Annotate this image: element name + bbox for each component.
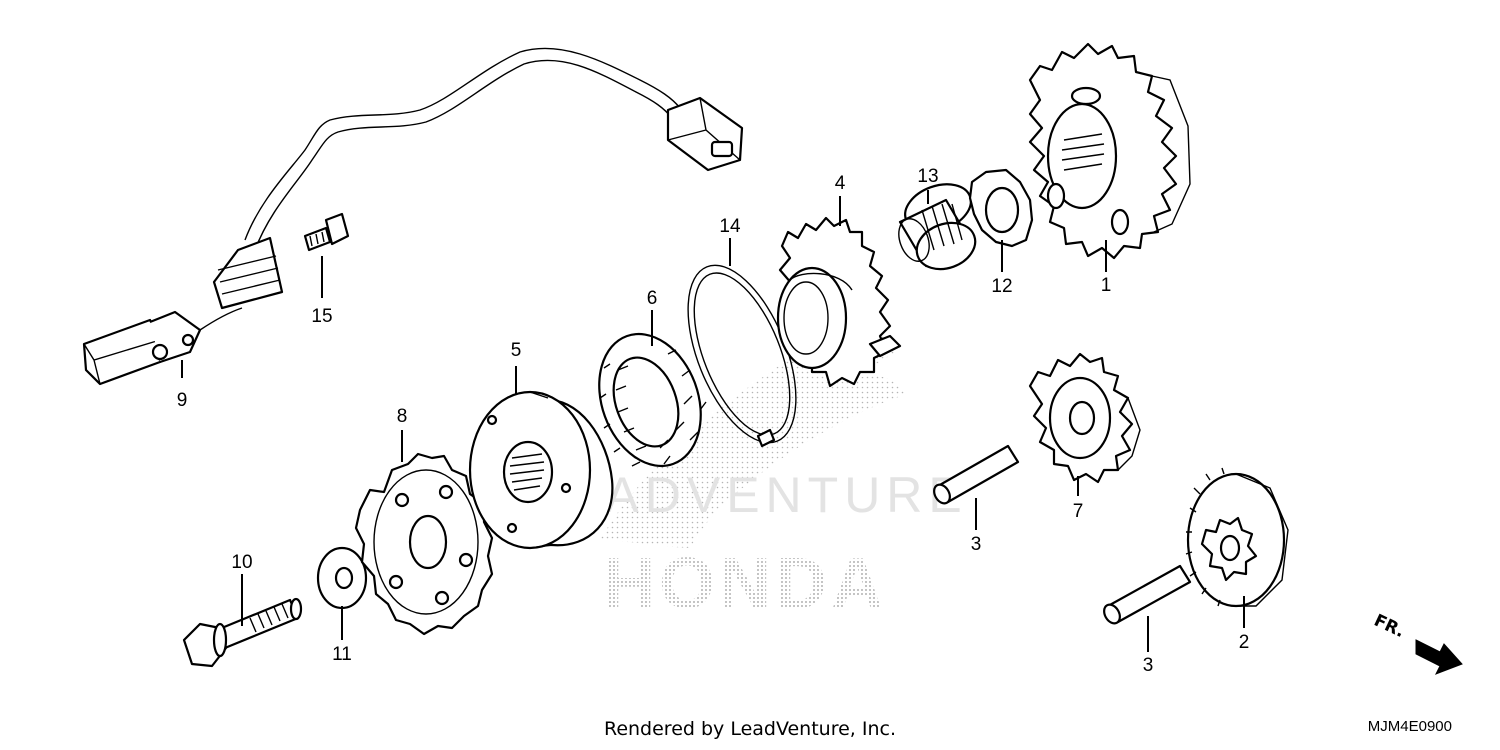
- part-5-clutch-outer: [468, 390, 614, 550]
- part-7-idle-gear: [1028, 352, 1141, 484]
- part-6-one-way-clutch: [598, 332, 707, 468]
- diagram-code: MJM4E0900: [1367, 718, 1452, 735]
- direction-label: FR.: [1371, 611, 1408, 642]
- callout-12: 12: [991, 276, 1012, 297]
- direction-indicator: FR.: [1371, 611, 1463, 675]
- callout-5: 5: [511, 340, 522, 361]
- part-3-shaft-lower: [1103, 564, 1192, 625]
- callout-4: 4: [835, 173, 846, 194]
- callout-8: 8: [397, 406, 408, 427]
- callout-13: 13: [917, 166, 938, 187]
- part-8-drive-plate: [354, 452, 494, 636]
- harness-connector-icon: [666, 96, 744, 172]
- part-4-driven-gear: [776, 216, 902, 388]
- part-9-harness: [82, 47, 744, 386]
- forward-arrow-icon: [1415, 639, 1463, 675]
- callout-1: 1: [1101, 275, 1112, 296]
- part-12-thrust-washer: [968, 168, 1034, 248]
- callout-10: 10: [231, 552, 252, 573]
- part-15-bolt: [303, 212, 350, 252]
- part-11-washer: [316, 546, 368, 610]
- watermark-brand-text: HONDA: [603, 544, 887, 624]
- part-13-needle-bearing: [898, 183, 977, 271]
- callout-3-lower: 3: [1143, 655, 1154, 676]
- switch-body-icon: [82, 310, 202, 386]
- footer-credit: Rendered by LeadVenture, Inc.: [603, 718, 897, 740]
- callout-6: 6: [647, 288, 658, 309]
- callout-15: 15: [311, 306, 332, 327]
- callout-9: 9: [177, 390, 188, 411]
- part-3-shaft-upper: [933, 444, 1020, 505]
- callout-11: 11: [332, 644, 352, 665]
- part-14-snap-ring: [687, 264, 797, 448]
- callout-7: 7: [1073, 501, 1084, 522]
- callout-2: 2: [1239, 632, 1250, 653]
- callout-labels: 1 2 3 3 4 5 6 7 8 9 10 11 12 13 14 15: [177, 166, 1250, 676]
- harness-grommet-icon: [212, 236, 284, 310]
- callout-3-upper: 3: [971, 534, 982, 555]
- leader-lines: [181, 190, 1245, 652]
- part-1-large-gear: [1028, 42, 1191, 260]
- part-2-reduction-gear: [1185, 467, 1289, 608]
- callout-14: 14: [719, 216, 741, 237]
- part-10-flange-bolt: [182, 597, 303, 668]
